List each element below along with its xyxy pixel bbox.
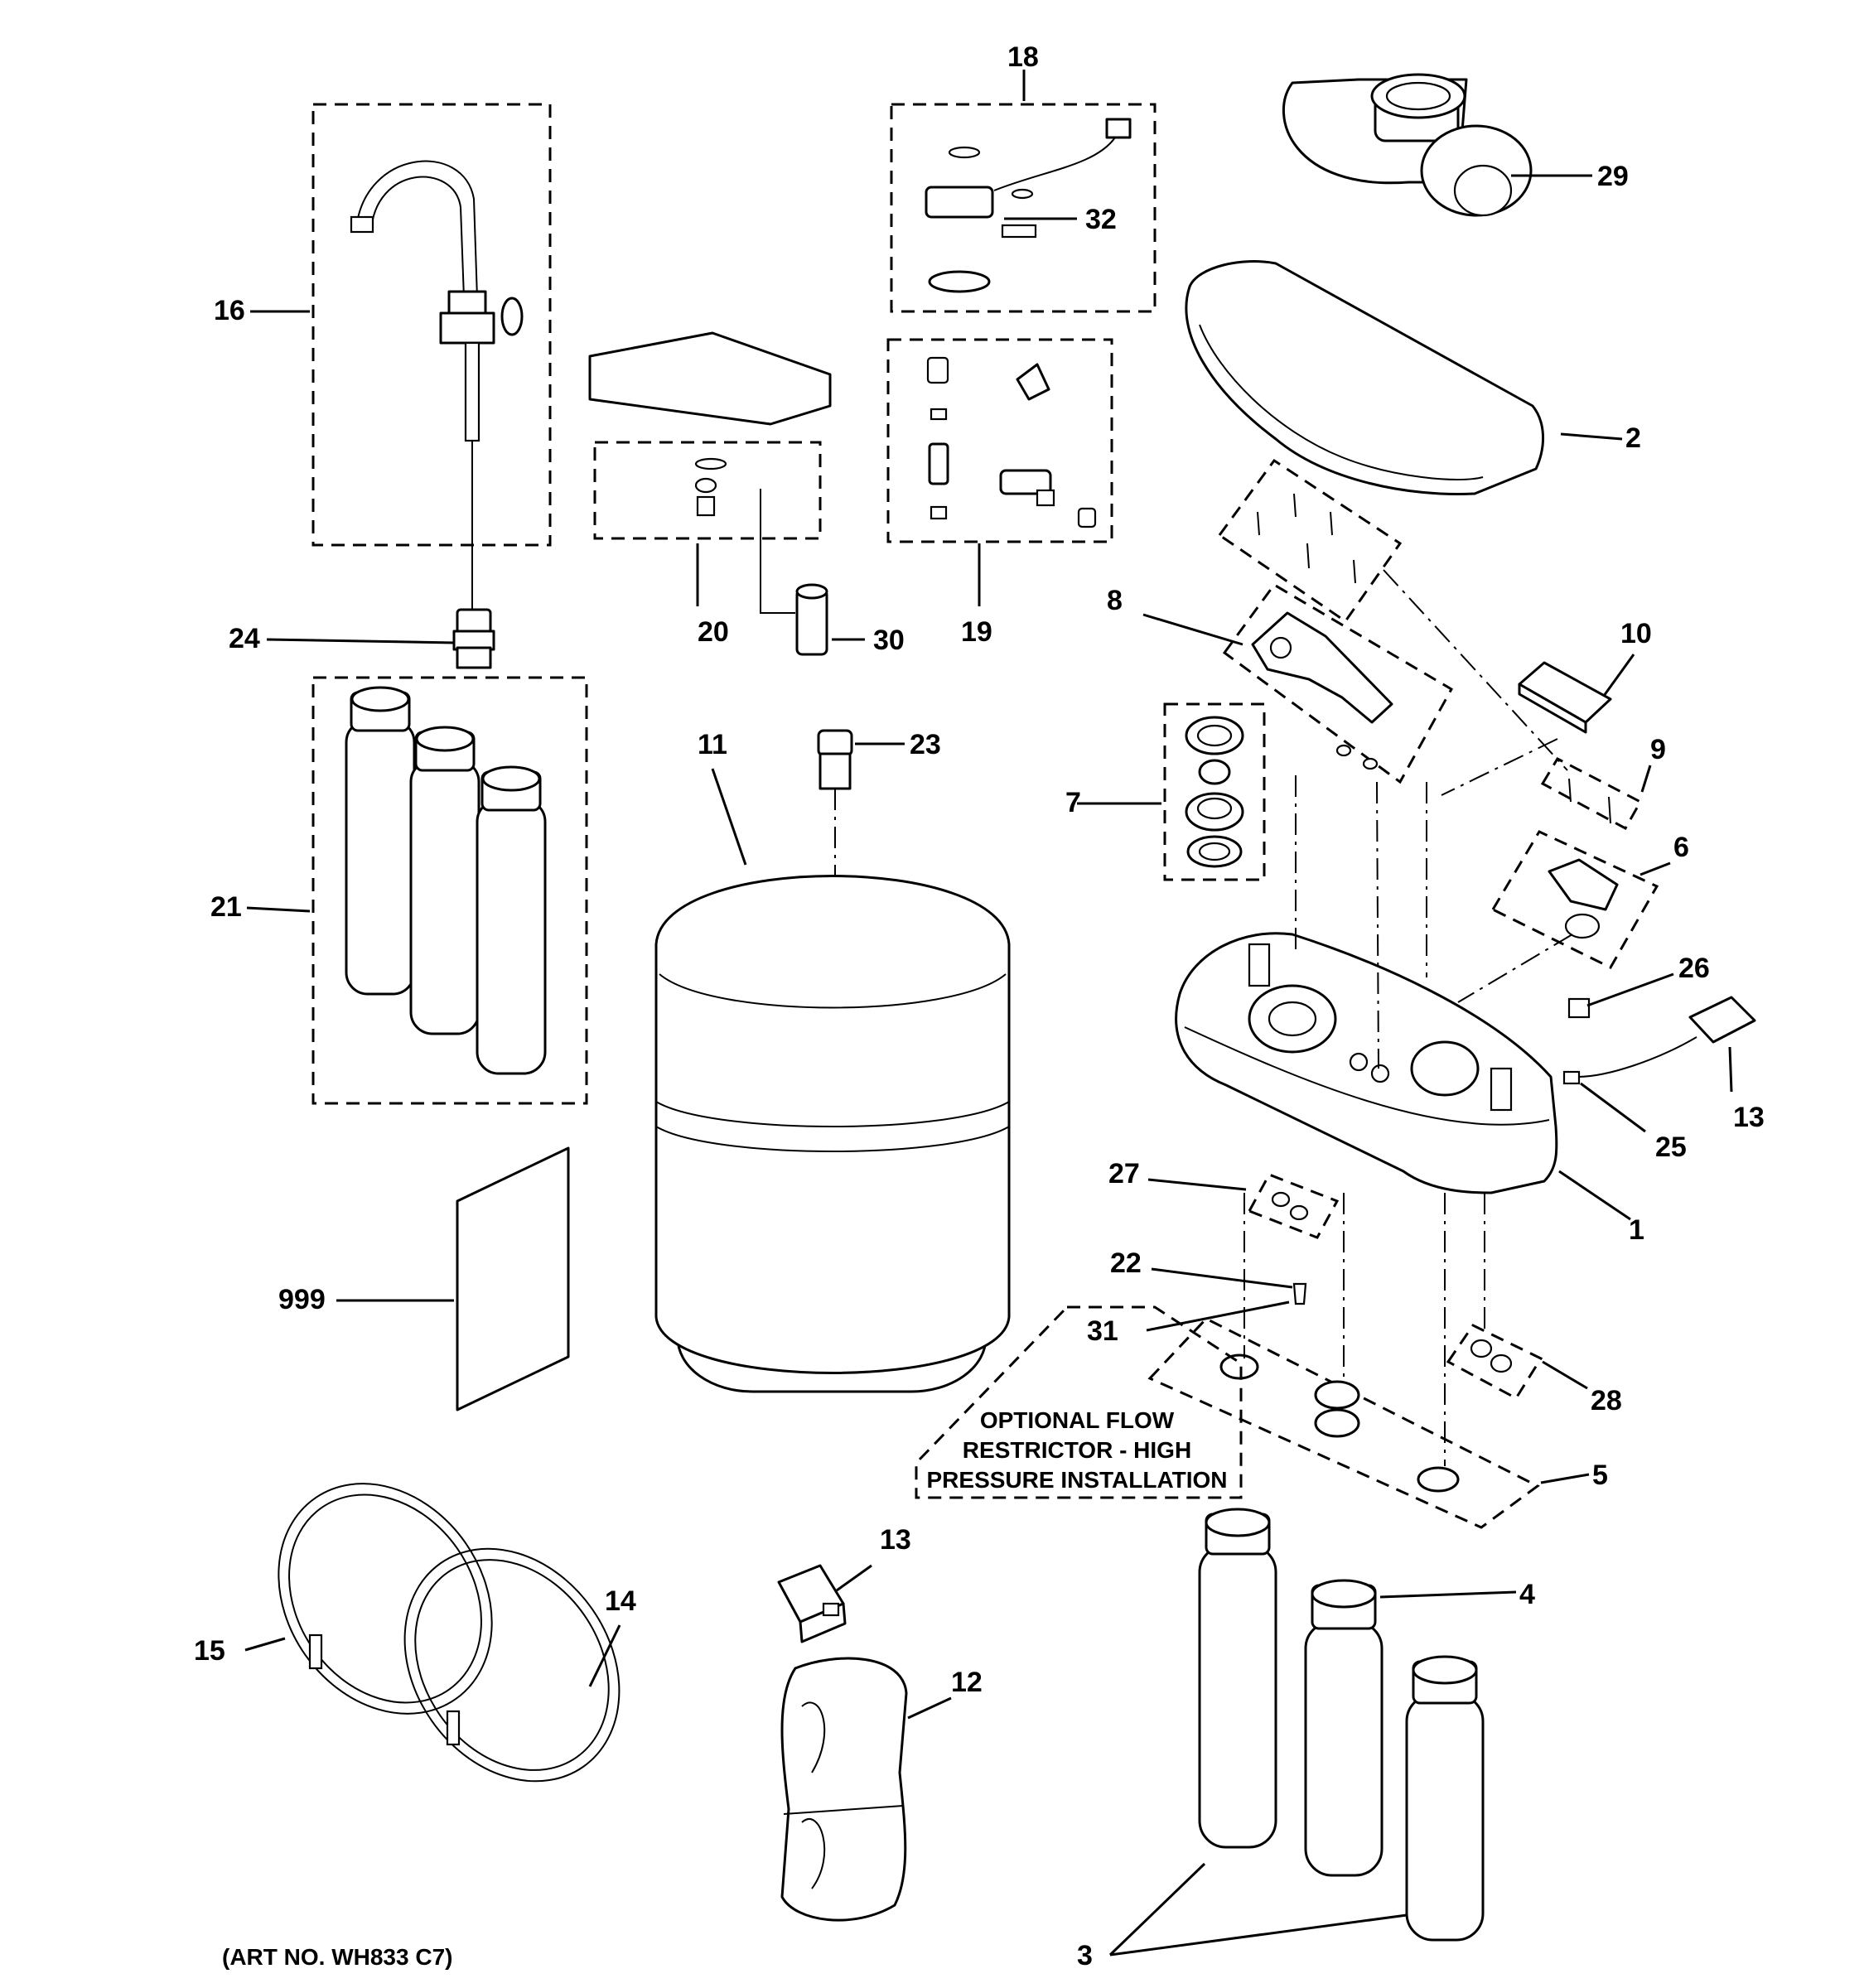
callout-32: 32 [1085,204,1117,235]
fitting-kit-box [593,441,822,540]
fittings-left-box [1247,1173,1340,1239]
callout-20: 20 [698,616,729,648]
manual-part [456,1146,570,1411]
callout-1: 1 [1629,1214,1644,1246]
seal-set-part [1185,716,1244,868]
power-adapter-part [780,1657,908,1922]
fitting-kit-part [694,457,795,614]
callout-4: 4 [1519,1579,1535,1610]
callout-8: 8 [1107,585,1123,616]
power-cord-part [1562,996,1756,1085]
callout-25: 25 [1655,1132,1687,1163]
callout-15: 15 [194,1635,225,1667]
callout-5: 5 [1592,1460,1608,1491]
clip-part [1567,997,1591,1019]
faucet-group-box [311,103,552,547]
callout-14: 14 [605,1585,636,1617]
callout-10: 10 [1620,618,1652,649]
tubing-parts [278,1483,621,1783]
note-box [915,1305,1243,1499]
callout-13-bottom: 13 [880,1524,911,1556]
callout-3: 3 [1077,1940,1093,1971]
sensor-kit-box [890,103,1157,313]
flow-restrictor-part [1292,1282,1307,1305]
screws-box [1217,458,1403,624]
filter-cartridges-part [1198,1508,1485,1942]
board-screws-box [1540,757,1643,831]
board-screws-part [1568,778,1611,824]
coupler-part [795,583,828,656]
callout-23: 23 [910,729,941,760]
fittings-right-part [1470,1339,1513,1373]
callout-28: 28 [1591,1385,1622,1416]
art-number: (ART NO. WH833 C7) [222,1944,452,1970]
note-line-1: OPTIONAL FLOW [980,1407,1175,1433]
manifold-base-part [1175,932,1558,1194]
valve-kit-part [926,356,1097,528]
callout-6: 6 [1673,832,1689,863]
callout-27: 27 [1108,1158,1140,1189]
fittings-right-box [1446,1324,1543,1400]
faucet-part [350,160,524,630]
callout-22: 22 [1110,1247,1142,1279]
connector-plug-part [777,1564,847,1643]
note-line-2: RESTRICTOR - HIGH [963,1437,1191,1463]
adapter-part [452,608,495,669]
screws-part [1257,493,1356,584]
callout-12: 12 [951,1667,983,1698]
callout-29: 29 [1597,161,1629,192]
top-cover-part [1185,260,1544,495]
callout-19: 19 [961,616,992,648]
callout-9: 9 [1650,734,1666,765]
callout-30: 30 [873,625,905,656]
valve-kit-box [886,338,1113,543]
callout-7: 7 [1065,787,1081,818]
callout-11: 11 [698,729,727,760]
callout-13-right: 13 [1733,1102,1765,1133]
callout-18: 18 [1007,41,1039,73]
connector-set-part [1219,1353,1460,1493]
fittings-left-part [1271,1191,1309,1221]
valve-bracket-box [1222,583,1454,784]
mounting-bracket-part [588,331,832,426]
sensor-mount-box [1490,830,1659,969]
sensor-kit-part [925,118,1132,293]
leader-lines [244,70,1733,1957]
connector-set-box [1147,1317,1540,1529]
callout-31: 31 [1087,1315,1118,1347]
note-line-3: PRESSURE INSTALLATION [927,1467,1228,1493]
control-board-part [1518,661,1612,734]
guide-lines [1243,569,1573,1466]
cartridge-set-part [345,686,547,1075]
seal-set-box [1163,702,1266,881]
callout-999: 999 [278,1284,326,1315]
storage-tank-part [654,875,1011,1393]
cartridge-set-box [311,676,588,1105]
callout-24: 24 [229,623,260,654]
callout-21: 21 [210,891,242,923]
drain-saddle-part [1282,73,1533,217]
callout-16: 16 [214,295,245,326]
valve-bracket-part [1251,611,1393,770]
callout-2: 2 [1625,422,1641,454]
sensor-mount-part [1548,858,1619,939]
callout-26: 26 [1678,953,1710,984]
